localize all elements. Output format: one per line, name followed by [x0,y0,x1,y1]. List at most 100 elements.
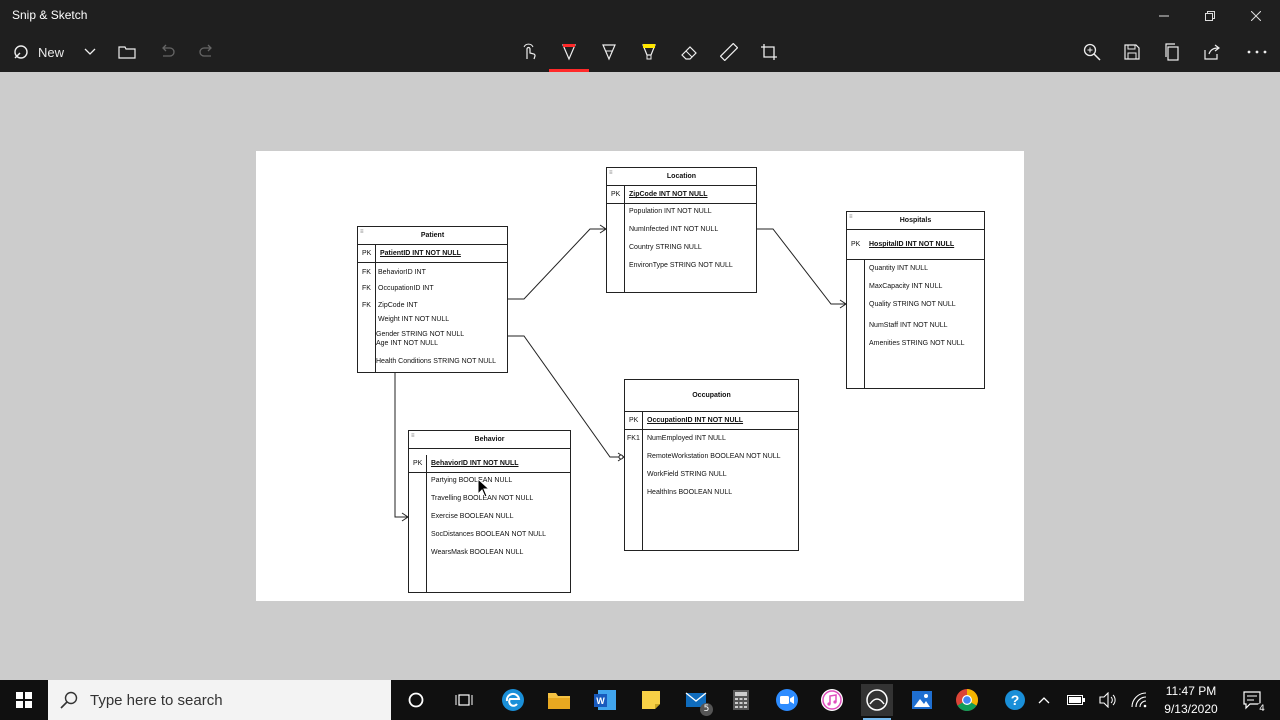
relation-patient-occupation [508,335,624,458]
folder-icon [118,46,136,59]
attribute: Population INT NOT NULL [629,208,712,215]
cortana-icon [408,692,424,708]
optional-marker-occupation [618,454,624,460]
show-hidden-icons-button[interactable] [1030,684,1058,716]
start-button[interactable] [8,684,40,716]
notification-icon [1243,691,1261,710]
attribute: Quantity INT NULL [869,265,929,272]
action-center-button[interactable]: 4 [1236,684,1268,716]
wifi-icon [1131,692,1147,708]
clock-date[interactable]: 9/13/2020 [1164,702,1218,716]
mail-app[interactable]: 5 [681,684,713,716]
more-options-button[interactable] [1244,32,1270,72]
crop-button[interactable] [756,32,782,72]
attribute: HealthIns BOOLEAN NULL [647,489,733,496]
photos-icon [912,691,932,709]
ballpoint-pen-button[interactable] [556,32,582,72]
close-button[interactable] [1233,0,1279,32]
snip-sketch-app[interactable] [861,684,893,720]
taskbar-search-box[interactable]: Type here to search [48,680,391,720]
network-button[interactable] [1126,684,1154,716]
copy-icon [1165,43,1179,61]
mail-badge: 5 [700,703,713,716]
ellipsis-icon [1247,50,1267,54]
redo-button[interactable] [194,32,220,72]
chrome-app[interactable] [951,684,983,716]
minimize-button[interactable] [1141,0,1187,32]
snip-icon [14,45,28,59]
new-snip-button[interactable]: New [12,32,82,72]
highlighter-icon [642,44,656,60]
attribute: Exercise BOOLEAN NULL [431,513,514,520]
attribute: Amenities STRING NOT NULL [869,340,965,347]
relation-location-hospitals [757,228,846,305]
restore-icon [1205,11,1215,21]
calculator-app[interactable] [725,684,757,716]
share-icon [1204,44,1220,60]
open-file-button[interactable] [114,32,140,72]
pencil-icon [602,44,616,61]
itunes-app[interactable] [816,684,848,716]
windows-logo-icon [16,692,32,708]
ruler-button[interactable] [716,32,742,72]
crop-icon [761,44,777,60]
primary-key: OccupationID INT NOT NULL [647,417,744,424]
sticky-notes-app[interactable] [635,684,667,716]
new-label: New [38,44,65,60]
zoom-app[interactable] [771,684,803,716]
key-label: FK [362,302,371,309]
ballpoint-pen-icon [562,44,576,61]
entity-patient: ≡Patient PK PatientID INT NOT NULL FK FK… [357,226,508,373]
file-explorer-app[interactable] [543,684,575,716]
pencil-button[interactable] [596,32,622,72]
snip-image[interactable]: ≡Patient PK PatientID INT NOT NULL FK FK… [256,151,1024,601]
zoom-video-icon [776,689,798,711]
chevron-up-icon [1038,697,1050,704]
attribute: RemoteWorkstation BOOLEAN NOT NULL [647,453,781,460]
undo-button[interactable] [154,32,180,72]
key-label: PK [362,250,372,257]
attribute: Weight INT NOT NULL [378,316,450,323]
task-view-icon [455,694,473,706]
snip-sketch-icon [866,689,888,711]
sticky-notes-icon [642,691,660,709]
mouse-cursor-icon [477,478,491,498]
clock-time[interactable]: 11:47 PM [1165,684,1217,698]
save-icon [1124,44,1140,60]
redo-icon [199,44,212,57]
entity-behavior: ≡Behavior PK BehaviorID INT NOT NULL Par… [408,430,571,593]
edge-app[interactable] [497,684,529,716]
title-bar: Snip & Sketch [0,0,1280,32]
attribute: NumEmployed INT NULL [647,435,726,442]
relation-patient-location [508,228,606,300]
relation-patient-behavior [394,373,408,518]
task-view-button[interactable] [448,684,480,716]
eraser-button[interactable] [676,32,702,72]
attribute: NumStaff INT NOT NULL [869,322,948,329]
help-icon: ? [1005,690,1025,710]
battery-button[interactable] [1062,684,1090,716]
volume-button[interactable] [1094,684,1122,716]
touch-writing-button[interactable] [517,32,543,72]
help-app[interactable]: ? [999,684,1031,716]
key-label: PK [629,417,639,424]
cortana-button[interactable] [400,684,432,716]
attribute: WorkField STRING NULL [647,471,727,478]
restore-button[interactable] [1187,0,1233,32]
save-button[interactable] [1119,32,1145,72]
chrome-icon [956,689,978,711]
entity-name: Patient [420,232,445,239]
chevron-down-icon [84,48,96,55]
attribute: Age INT NOT NULL [376,340,438,347]
highlighter-button[interactable] [636,32,662,72]
search-placeholder: Type here to search [90,691,223,709]
share-button[interactable] [1199,32,1225,72]
entity-name: Occupation [692,392,731,399]
svg-text:?: ? [1011,692,1020,708]
new-dropdown-button[interactable] [80,32,100,72]
word-app[interactable]: W [589,684,621,716]
copy-button[interactable] [1159,32,1185,72]
zoom-button[interactable] [1079,32,1105,72]
window-title: Snip & Sketch [12,8,88,22]
photos-app[interactable] [906,684,938,716]
